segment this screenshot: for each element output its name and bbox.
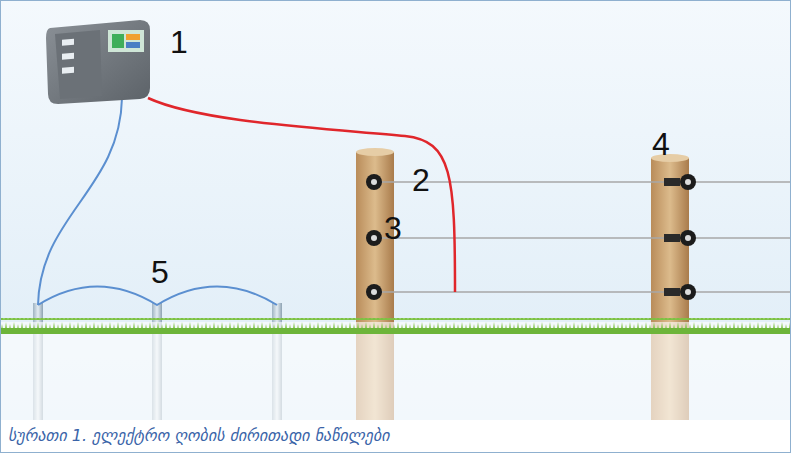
energizer [46,20,150,104]
callout-number: 3 [384,212,402,244]
live-lead [148,98,455,292]
ground-wire [38,287,277,306]
soil [0,322,791,420]
callout-number: 2 [412,164,430,196]
callout-number: 1 [170,26,188,58]
callout-number: 4 [652,128,670,160]
caption-band [0,420,791,453]
fence-wires [380,182,791,292]
earth-lead [38,98,122,305]
grass [0,318,791,334]
callout-number: 5 [151,256,169,288]
figure-caption: სურათი 1. ელექტრო ღობის ძირითადი ნაწილებ… [8,426,389,445]
grass-base [0,328,791,334]
